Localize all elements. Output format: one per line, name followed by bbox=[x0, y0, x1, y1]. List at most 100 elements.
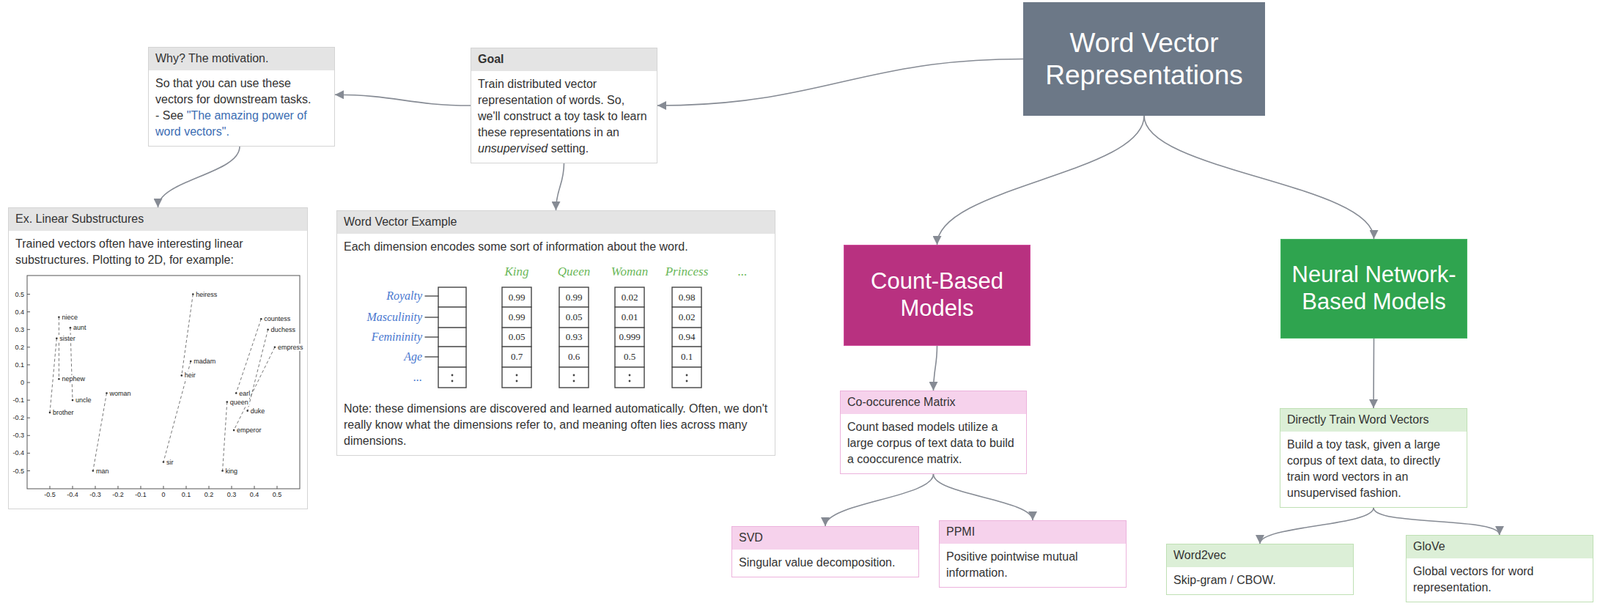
plot-points-part bbox=[49, 411, 52, 415]
plot-points-part bbox=[226, 400, 229, 404]
point-label: heiress bbox=[194, 290, 218, 299]
connector-arrow bbox=[933, 474, 1034, 521]
vector-dots-part bbox=[686, 374, 689, 377]
axis-tick: 0.3 bbox=[227, 491, 237, 499]
card-paragraph: Count based models utilize a large corpu… bbox=[847, 419, 1020, 468]
vector-value: 0.6 bbox=[568, 351, 580, 363]
card-text: Note: these dimensions are discovered an… bbox=[343, 402, 768, 448]
axis-tick: -0.4 bbox=[66, 491, 79, 499]
vector-columns-part bbox=[438, 307, 467, 368]
plot-points-part bbox=[71, 399, 75, 402]
plot-points-part bbox=[192, 293, 195, 296]
connector-arrow bbox=[657, 59, 1024, 107]
dimension-label: Royalty bbox=[386, 289, 423, 303]
vector-dots bbox=[451, 374, 689, 383]
vector-value: 0.1 bbox=[680, 351, 693, 363]
vector-value: 0.94 bbox=[678, 332, 696, 343]
plot-points-part bbox=[69, 326, 72, 330]
vector-columns-part bbox=[559, 287, 589, 388]
vector-columns-part bbox=[559, 307, 589, 368]
point-label: uncle bbox=[74, 396, 93, 404]
connector-arrow bbox=[1259, 507, 1374, 544]
card-heading: GloVe bbox=[1406, 535, 1593, 559]
card-heading: Ex. Linear Substructures bbox=[8, 208, 308, 231]
point-label: madam bbox=[192, 357, 217, 366]
card-heading: Co-occurence Matrix bbox=[840, 391, 1027, 415]
dimension-label: ... bbox=[413, 370, 423, 385]
dimension-label: Femininity bbox=[371, 330, 423, 344]
vector-columns-part bbox=[614, 307, 645, 368]
vector-columns-part bbox=[502, 307, 532, 368]
card-text: unsupervised bbox=[477, 142, 548, 155]
card-text: Global vectors for word representation. bbox=[1413, 565, 1535, 594]
card-heading: Directly Train Word Vectors bbox=[1280, 408, 1467, 432]
scatter-plot bbox=[8, 271, 308, 500]
card-heading: Goal bbox=[471, 48, 657, 72]
plot-points-part bbox=[266, 328, 269, 331]
topic-box: Word Vector Representations bbox=[1023, 2, 1266, 116]
vector-value: 0.05 bbox=[508, 332, 526, 343]
plot-points-part bbox=[221, 469, 224, 473]
note-card: Co-occurence MatrixCount based models ut… bbox=[839, 390, 1027, 475]
pair-lines-part bbox=[93, 393, 108, 472]
point-label: brother bbox=[52, 408, 75, 417]
axis-tick: -0.4 bbox=[12, 449, 25, 457]
plot-frame bbox=[27, 275, 300, 489]
plot-points-part bbox=[57, 316, 61, 319]
vector-dots-part bbox=[628, 380, 632, 383]
pair-lines bbox=[49, 294, 275, 472]
point-label: king bbox=[225, 467, 239, 475]
vector-dots-part bbox=[451, 374, 454, 377]
axis-tick: 0.4 bbox=[14, 308, 25, 316]
note-card: Word2vecSkip-gram / CBOW. bbox=[1166, 543, 1354, 596]
illustration: nieceauntsisternephewunclebrotherwomanma… bbox=[8, 271, 308, 500]
vector-columns bbox=[425, 287, 702, 388]
vector-value: 0.99 bbox=[565, 292, 583, 303]
plot-points-part bbox=[181, 374, 184, 377]
vector-value: 0.5 bbox=[623, 351, 636, 363]
axis-tick: 0.2 bbox=[204, 491, 215, 499]
axis-tick: -0.3 bbox=[12, 431, 25, 440]
axis-tick: 0.1 bbox=[181, 491, 192, 499]
plot-points bbox=[49, 293, 277, 473]
vector-dots-part bbox=[628, 374, 632, 377]
card-paragraph: Note: these dimensions are discovered an… bbox=[343, 400, 769, 450]
vector-dots-part bbox=[451, 380, 454, 383]
pair-lines-part bbox=[236, 318, 261, 393]
card-paragraph: Global vectors for word representation. bbox=[1413, 563, 1587, 596]
card-body: Singular value decomposition. bbox=[732, 549, 919, 577]
card-paragraph: Singular value decomposition. bbox=[738, 554, 912, 571]
plot-points-part bbox=[260, 318, 263, 321]
plot-ticks-part bbox=[27, 294, 31, 472]
connector-arrow bbox=[825, 474, 934, 527]
card-paragraph: - See "The amazing power of word vectors… bbox=[155, 107, 328, 140]
vector-columns-part bbox=[614, 287, 645, 388]
plot-ticks bbox=[27, 294, 278, 490]
axis-tick: -0.5 bbox=[43, 491, 56, 499]
vector-dots-part bbox=[515, 380, 519, 383]
connector-arrow bbox=[556, 163, 565, 211]
card-body: Global vectors for word representation. bbox=[1406, 558, 1593, 602]
point-label: emperor bbox=[236, 426, 263, 434]
pair-lines-part bbox=[49, 338, 57, 413]
card-paragraph: Build a toy task, given a large corpus o… bbox=[1287, 436, 1461, 502]
card-heading: SVD bbox=[732, 526, 919, 550]
axis-tick: -0.1 bbox=[12, 396, 25, 404]
card-heading: Word2vec bbox=[1166, 544, 1354, 568]
vector-columns-part bbox=[672, 287, 702, 388]
connector-arrow bbox=[334, 94, 471, 106]
card-paragraph: Train distributed vector representation … bbox=[477, 76, 651, 157]
card-body: Skip-gram / CBOW. bbox=[1166, 567, 1354, 595]
vector-value: 0.99 bbox=[508, 312, 526, 323]
vector-columns-part bbox=[438, 287, 467, 388]
card-body: Count based models utilize a large corpu… bbox=[840, 414, 1027, 474]
topic-title: Count-Based Models bbox=[850, 268, 1024, 322]
vector-value: 0.98 bbox=[678, 292, 696, 303]
card-text: Train distributed vector representation … bbox=[477, 77, 648, 139]
card-text: Singular value decomposition. bbox=[738, 556, 895, 569]
card-paragraph: Skip-gram / CBOW. bbox=[1173, 572, 1347, 589]
vector-value: 0.999 bbox=[618, 332, 640, 343]
vector-columns-part bbox=[425, 296, 439, 357]
card-body: Each dimension encodes some sort of info… bbox=[337, 233, 775, 456]
